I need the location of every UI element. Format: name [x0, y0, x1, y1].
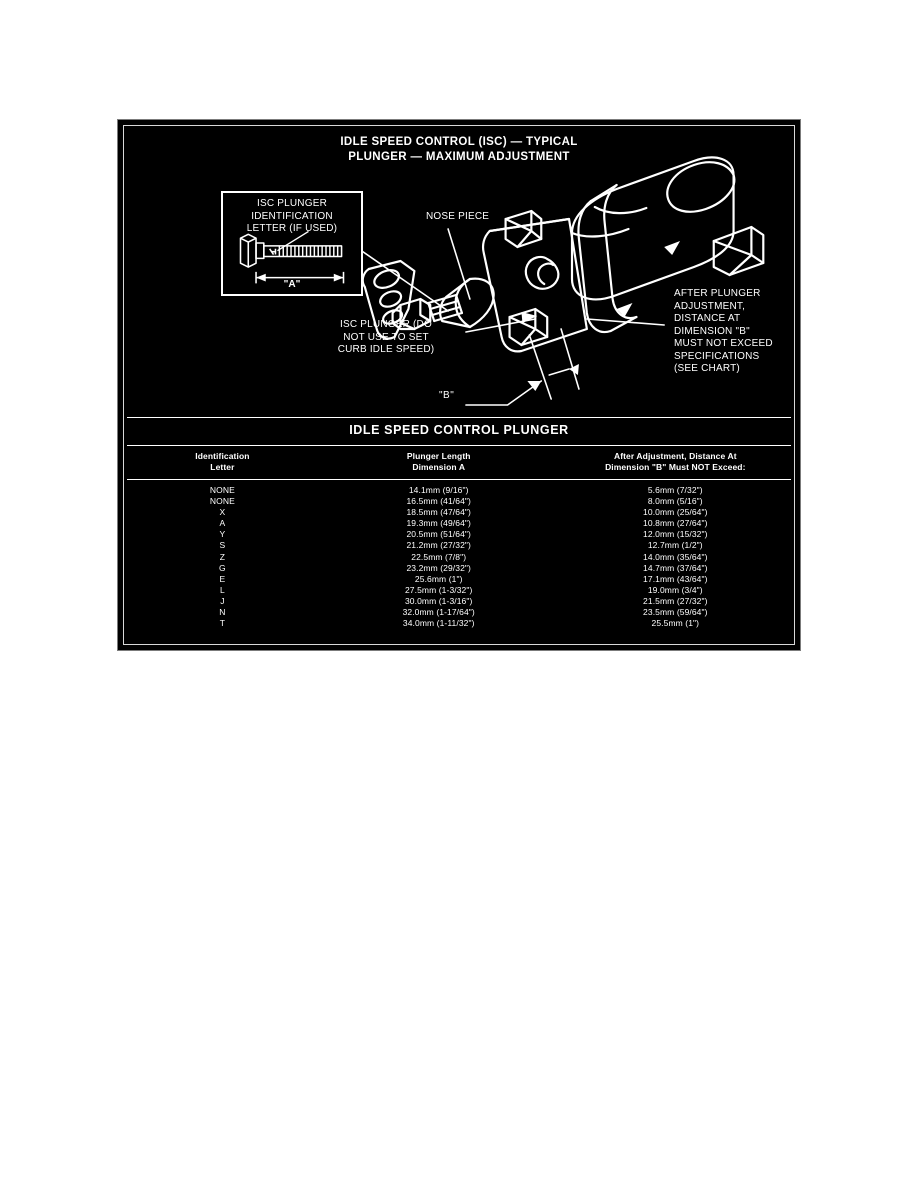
table-row: G 23.2mm (29/32") 14.7mm (37/64"): [121, 563, 797, 574]
plunger-identification-inset: ISC PLUNGER IDENTIFICATION LETTER (IF US…: [221, 191, 363, 296]
column-header-max-dimension-b: After Adjustment, Distance At Dimension …: [605, 451, 746, 472]
column-header-plunger-length: Plunger Length Dimension A: [406, 451, 471, 472]
cell-letter: NONE: [209, 485, 235, 495]
cell-letter: J: [220, 595, 225, 606]
cell-max-b: 25.5mm (1"): [651, 618, 700, 629]
callout-nose-piece: NOSE PIECE: [426, 211, 490, 222]
cell-letter: S: [219, 540, 226, 551]
table-rule-under-header: [127, 479, 791, 480]
figure-panel: IDLE SPEED CONTROL (ISC) — TYPICAL PLUNG…: [118, 120, 800, 650]
table-row: T 34.0mm (1-11/32") 25.5mm (1"): [121, 618, 797, 629]
cell-letter: E: [219, 573, 226, 584]
cell-length: 21.2mm (27/32"): [406, 540, 471, 551]
cell-length: 25.6mm (1"): [414, 573, 463, 584]
cell-letter: N: [219, 607, 226, 618]
cell-max-b: 12.7mm (1/2"): [647, 540, 703, 551]
column-header-identification-letter: Identification Letter: [195, 451, 250, 472]
cell-max-b: 5.6mm (7/32"): [647, 485, 703, 495]
cell-letter: X: [219, 507, 226, 518]
cell-letter: G: [219, 562, 226, 573]
illustration-area: IDLE SPEED CONTROL (ISC) — TYPICAL PLUNG…: [121, 123, 797, 417]
table-rule-under-title: [127, 445, 791, 446]
inset-dimension-a-label: "A": [283, 279, 301, 290]
table-header-row: Identification Letter Plunger Length Dim…: [121, 451, 797, 472]
cell-letter: A: [219, 518, 226, 529]
cell-length: 27.5mm (1-3/32"): [404, 584, 473, 595]
table-rule-top: [127, 417, 791, 418]
table-row: J 30.0mm (1-3/16") 21.5mm (27/32"): [121, 596, 797, 607]
cell-max-b: 21.5mm (27/32"): [643, 595, 708, 606]
cell-max-b: 10.0mm (25/64"): [643, 507, 708, 518]
table-row: X 18.5mm (47/64") 10.0mm (25/64"): [121, 507, 797, 518]
cell-length: 20.5mm (51/64"): [406, 529, 471, 540]
callout-dimension-b: "B": [439, 390, 455, 401]
table-row: E 25.6mm (1") 17.1mm (43/64"): [121, 574, 797, 585]
table-row: A 19.3mm (49/64") 10.8mm (27/64"): [121, 518, 797, 529]
table-row: Z 22.5mm (7/8") 14.0mm (35/64"): [121, 552, 797, 563]
cell-length: 34.0mm (1-11/32"): [402, 618, 475, 629]
cell-letter: Y: [219, 529, 226, 540]
cell-letter: Z: [219, 551, 226, 562]
cell-max-b: 19.0mm (3/4"): [647, 584, 703, 595]
callout-after-plunger-adjustment: AFTER PLUNGER ADJUSTMENT, DISTANCE AT DI…: [674, 288, 773, 374]
table-body: NONE 14.1mm (9/16") 5.6mm (7/32") NONE 1…: [121, 485, 797, 629]
table-row: N 32.0mm (1-17/64") 23.5mm (59/64"): [121, 607, 797, 618]
cell-length: 32.0mm (1-17/64"): [402, 607, 475, 618]
cell-length: 18.5mm (47/64"): [406, 507, 471, 518]
table-row: NONE 14.1mm (9/16") 5.6mm (7/32"): [121, 485, 797, 496]
cell-max-b: 17.1mm (43/64"): [643, 573, 708, 584]
cell-max-b: 12.0mm (15/32"): [643, 529, 708, 540]
cell-letter: T: [219, 618, 226, 629]
cell-length: 22.5mm (7/8"): [411, 551, 467, 562]
cell-letter: L: [219, 584, 225, 595]
cell-letter: NONE: [209, 496, 235, 507]
callout-isc-plunger: ISC PLUNGER (DO NOT USE TO SET CURB IDLE…: [337, 319, 435, 355]
cell-max-b: 14.0mm (35/64"): [643, 551, 708, 562]
figure-title-line-2: PLUNGER — MAXIMUM ADJUSTMENT: [348, 151, 570, 163]
inset-label: ISC PLUNGER IDENTIFICATION LETTER (IF US…: [246, 198, 338, 234]
specification-table: IDLE SPEED CONTROL PLUNGER Identificatio…: [121, 417, 797, 647]
table-row: S 21.2mm (27/32") 12.7mm (1/2"): [121, 540, 797, 551]
cell-length: 14.1mm (9/16"): [408, 485, 469, 495]
cell-length: 16.5mm (41/64"): [406, 496, 471, 507]
cell-max-b: 14.7mm (37/64"): [643, 562, 708, 573]
cell-max-b: 23.5mm (59/64"): [643, 607, 708, 618]
cell-length: 30.0mm (1-3/16"): [404, 595, 473, 606]
table-row: L 27.5mm (1-3/32") 19.0mm (3/4"): [121, 585, 797, 596]
cell-max-b: 8.0mm (5/16"): [647, 496, 703, 507]
cell-max-b: 10.8mm (27/64"): [643, 518, 708, 529]
table-row: Y 20.5mm (51/64") 12.0mm (15/32"): [121, 529, 797, 540]
table-title: IDLE SPEED CONTROL PLUNGER: [349, 423, 569, 437]
cell-length: 19.3mm (49/64"): [406, 518, 471, 529]
table-row: NONE 16.5mm (41/64") 8.0mm (5/16"): [121, 496, 797, 507]
figure-title-line-1: IDLE SPEED CONTROL (ISC) — TYPICAL: [340, 136, 578, 148]
figure-title: IDLE SPEED CONTROL (ISC) — TYPICAL PLUNG…: [121, 135, 797, 165]
cell-length: 23.2mm (29/32"): [406, 562, 471, 573]
